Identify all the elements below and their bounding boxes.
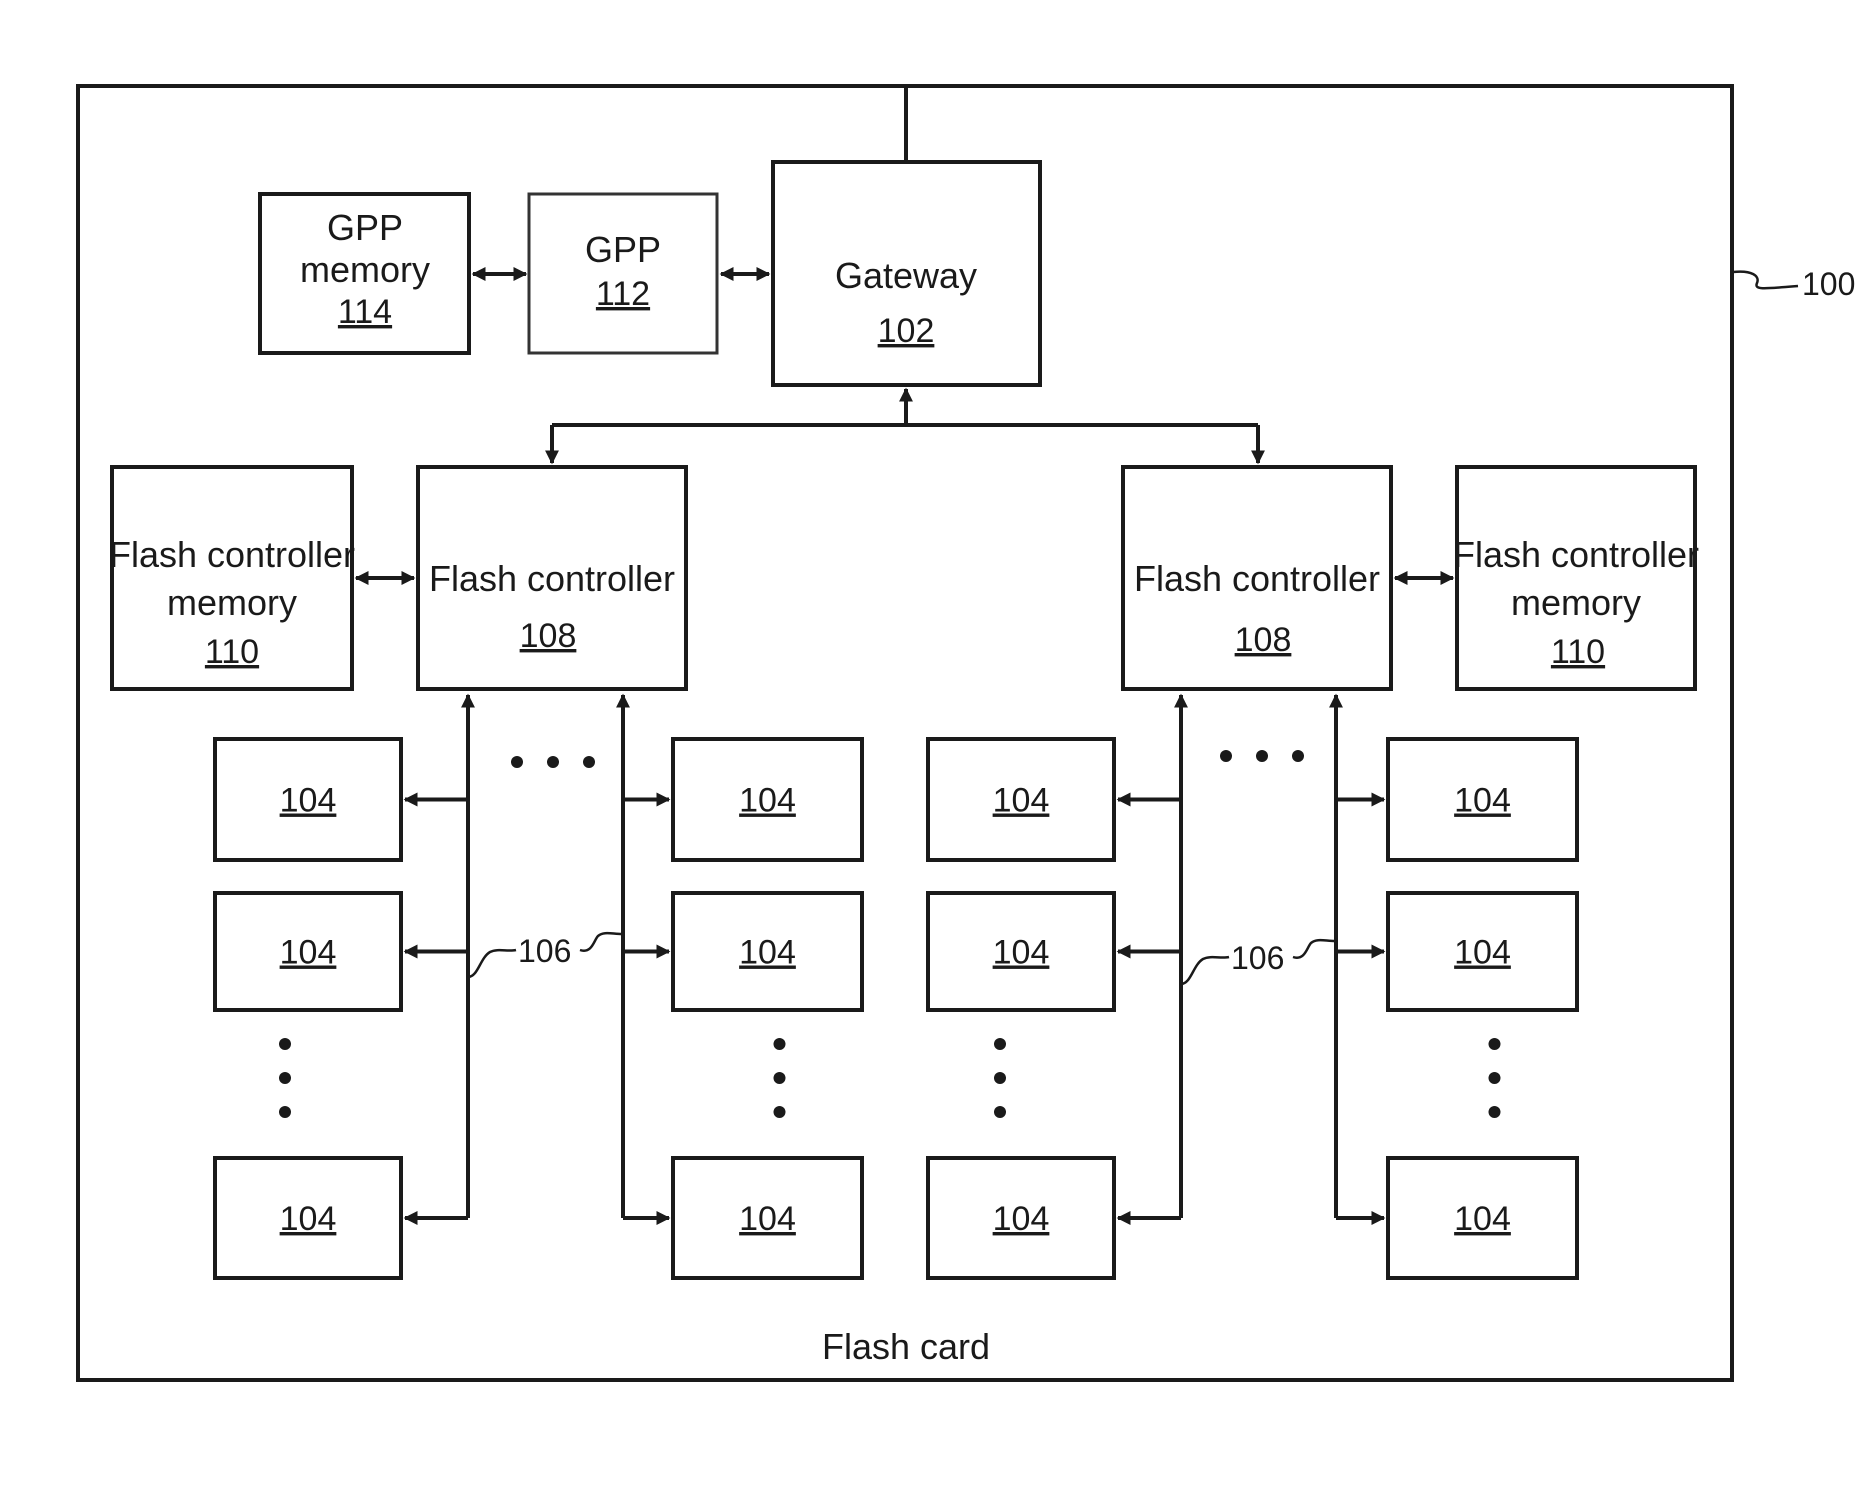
left-controller-memory-line2: memory <box>167 582 297 623</box>
gateway-name: Gateway <box>835 255 977 296</box>
horizontal-ellipsis-dot <box>1292 750 1304 762</box>
gpp-memory-line1: GPP <box>327 207 403 248</box>
horizontal-ellipsis-dot <box>511 756 523 768</box>
right-controller-memory-ref: 110 <box>1551 633 1605 671</box>
flash-module-ref: 104 <box>1454 934 1511 972</box>
flash-module-col3-row3: 104 <box>928 1158 1114 1278</box>
right-controller-memory-line1: Flash controller <box>1453 534 1699 575</box>
left-controller-memory-ref: 110 <box>205 633 259 671</box>
gateway-block: Gateway 102 <box>773 162 1040 385</box>
vertical-ellipsis-dot <box>994 1038 1006 1050</box>
flash-module-col4-row1: 104 <box>1388 739 1577 860</box>
vertical-ellipsis-dot <box>279 1106 291 1118</box>
flash-module-ref: 104 <box>280 934 337 972</box>
figure-reference-label: 100 <box>1802 266 1855 302</box>
flash-module-ref: 104 <box>739 1200 796 1238</box>
vertical-ellipsis-dot <box>774 1038 786 1050</box>
flash-module-col1-row1: 104 <box>215 739 401 860</box>
left-channel-ref: 106 <box>518 933 571 969</box>
horizontal-ellipsis-dot <box>1220 750 1232 762</box>
flash-module-ref: 104 <box>993 934 1050 972</box>
flash-module-ref: 104 <box>739 934 796 972</box>
gpp-name: GPP <box>585 229 661 270</box>
flash-module-ref: 104 <box>993 782 1050 820</box>
flash-card-label: Flash card <box>822 1326 990 1367</box>
flash-module-col2-row3: 104 <box>673 1158 862 1278</box>
vertical-ellipsis-dot <box>994 1106 1006 1118</box>
right-controller-memory-block: Flash controller memory 110 <box>1453 467 1699 689</box>
flash-module-col4-row2: 104 <box>1388 893 1577 1010</box>
horizontal-ellipsis-dot <box>547 756 559 768</box>
vertical-ellipsis-dot <box>774 1106 786 1118</box>
gpp-block: GPP 112 <box>529 194 717 353</box>
gpp-ref: 112 <box>596 275 650 313</box>
vertical-ellipsis-dot <box>1489 1106 1501 1118</box>
gpp-memory-line2: memory <box>300 249 430 290</box>
vertical-ellipsis-dot <box>1489 1072 1501 1084</box>
flash-module-ref: 104 <box>280 782 337 820</box>
right-flash-controller-ref: 108 <box>1235 621 1292 659</box>
flash-module-col1-row2: 104 <box>215 893 401 1010</box>
vertical-ellipsis-dot <box>774 1072 786 1084</box>
right-flash-controller-block: Flash controller 108 <box>1123 467 1391 689</box>
vertical-ellipsis-dot <box>994 1072 1006 1084</box>
vertical-ellipsis-dot <box>1489 1038 1501 1050</box>
right-channel-ref: 106 <box>1231 940 1284 976</box>
flash-module-col2-row1: 104 <box>673 739 862 860</box>
right-controller-memory-line2: memory <box>1511 582 1641 623</box>
flash-module-col4-row3: 104 <box>1388 1158 1577 1278</box>
vertical-ellipsis-dot <box>279 1038 291 1050</box>
flash-module-col3-row2: 104 <box>928 893 1114 1010</box>
horizontal-ellipsis-dot <box>1256 750 1268 762</box>
left-controller-memory-line1: Flash controller <box>109 534 355 575</box>
left-flash-controller-ref: 108 <box>520 617 577 655</box>
flash-module-col2-row2: 104 <box>673 893 862 1010</box>
flash-module-col3-row1: 104 <box>928 739 1114 860</box>
gateway-ref: 102 <box>878 312 935 350</box>
vertical-ellipsis-dot <box>279 1072 291 1084</box>
flash-module-ref: 104 <box>280 1200 337 1238</box>
left-flash-controller-name: Flash controller <box>429 558 675 599</box>
right-flash-controller-name: Flash controller <box>1134 558 1380 599</box>
horizontal-ellipsis-dot <box>583 756 595 768</box>
flash-module-col1-row3: 104 <box>215 1158 401 1278</box>
flash-module-ref: 104 <box>739 782 796 820</box>
flash-module-ref: 104 <box>993 1200 1050 1238</box>
figure-reference-leader <box>1733 272 1798 289</box>
flash-module-ref: 104 <box>1454 1200 1511 1238</box>
flash-module-ref: 104 <box>1454 782 1511 820</box>
left-controller-memory-block: Flash controller memory 110 <box>109 467 355 689</box>
gpp-memory-block: GPP memory 114 <box>260 194 469 353</box>
gpp-memory-ref: 114 <box>338 293 392 331</box>
left-flash-controller-block: Flash controller 108 <box>418 467 686 689</box>
